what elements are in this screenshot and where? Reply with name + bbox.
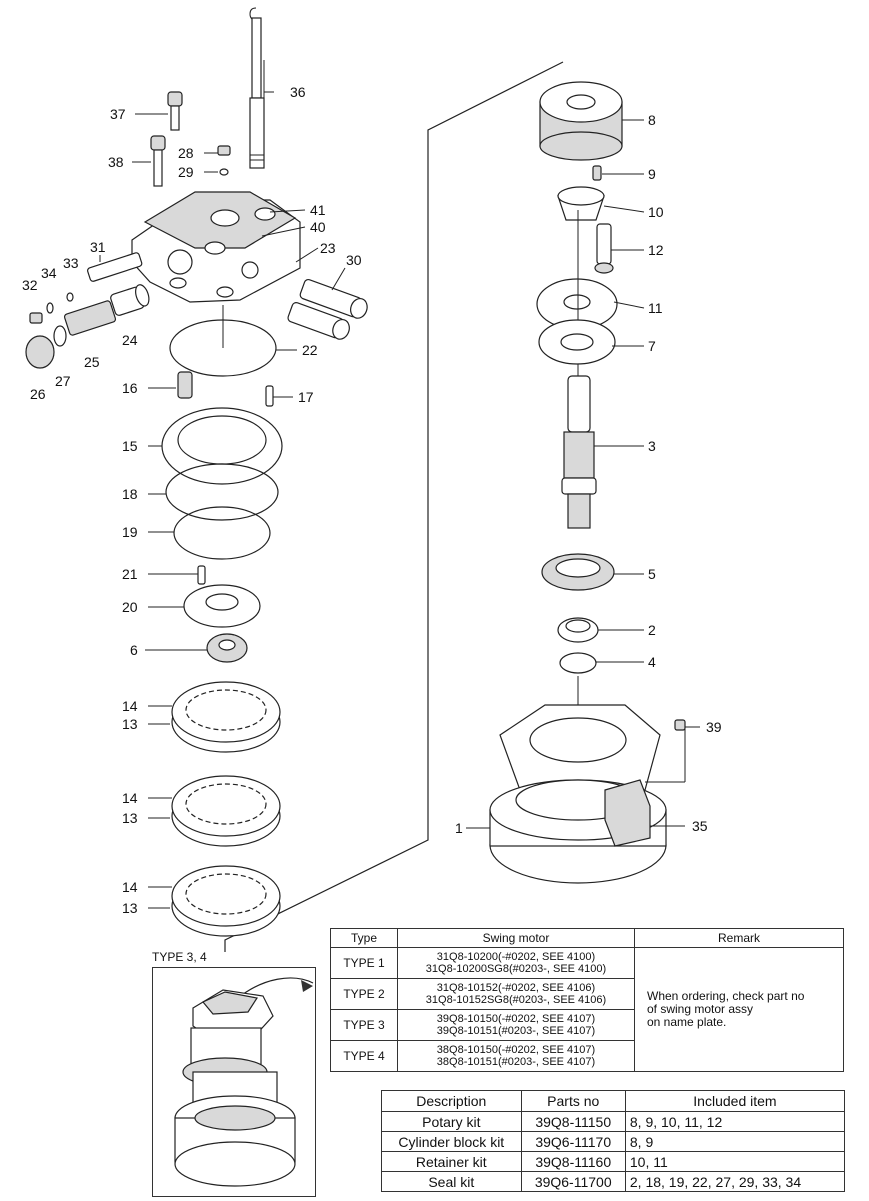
table-row: TYPE 2 31Q8-10152(-#0202, SEE 4106)31Q8-… xyxy=(330,978,844,1010)
table-row: TYPE 1 31Q8-10200(-#0202, SEE 4100)31Q8-… xyxy=(330,947,844,1072)
swing-motor-header: Swing motor xyxy=(397,928,635,948)
part-label: 36 xyxy=(290,84,306,100)
remark-header: Remark xyxy=(634,928,844,948)
part-label: 11 xyxy=(648,300,663,316)
kit-included-items: 2, 18, 19, 22, 27, 29, 33, 34 xyxy=(624,1171,846,1192)
motor-cell: 38Q8-10150(-#0202, SEE 4107)38Q8-10151(#… xyxy=(397,1040,635,1072)
part-label: 2 xyxy=(648,622,656,638)
part-label: 8 xyxy=(648,112,656,128)
part-label: 23 xyxy=(320,240,336,256)
kit-parts-no: 39Q8-11150 xyxy=(520,1111,626,1132)
part-label: 1 xyxy=(455,820,463,836)
part-label: 30 xyxy=(346,252,362,268)
inset-title: TYPE 3, 4 xyxy=(152,950,207,964)
part-label: 40 xyxy=(310,219,326,235)
kit-table: Description Parts no Included item Potar… xyxy=(381,1090,846,1192)
kit-description: Retainer kit xyxy=(381,1151,522,1172)
part-label: 21 xyxy=(122,566,138,582)
type34-motor-illustration xyxy=(174,977,314,1187)
valve-block-group xyxy=(25,7,368,937)
part-label: 29 xyxy=(178,164,194,180)
type-header: Type xyxy=(330,928,398,948)
part-label: 7 xyxy=(648,338,656,354)
part-label: 10 xyxy=(648,204,664,220)
part-label: 37 xyxy=(110,106,126,122)
part-label: 28 xyxy=(178,145,194,161)
kit-description: Cylinder block kit xyxy=(381,1131,522,1152)
part-label: 17 xyxy=(298,389,314,405)
kit-included-items: 10, 11 xyxy=(624,1151,846,1172)
table-row: Retainer kit 39Q8-11160 10, 11 xyxy=(381,1151,846,1172)
part-label: 18 xyxy=(122,486,138,502)
remark-cell: When ordering, check part no of swing mo… xyxy=(634,947,844,1072)
table-row: Seal kit 39Q6-11700 2, 18, 19, 22, 27, 2… xyxy=(381,1171,846,1192)
part-label: 32 xyxy=(22,277,38,293)
part-label: 27 xyxy=(55,373,71,389)
kit-description: Potary kit xyxy=(381,1111,522,1132)
part-label: 19 xyxy=(122,524,138,540)
type-cell: TYPE 2 xyxy=(330,978,398,1010)
part-label: 16 xyxy=(122,380,138,396)
part-label: 15 xyxy=(122,438,138,454)
kit-included-items: 8, 9, 10, 11, 12 xyxy=(624,1111,846,1132)
leader-lines xyxy=(99,60,700,909)
part-label: 26 xyxy=(30,386,46,402)
part-label: 5 xyxy=(648,566,656,582)
motor-shaft-group xyxy=(489,81,686,884)
parts-no-header: Parts no xyxy=(520,1090,626,1112)
part-label: 35 xyxy=(692,818,708,834)
kit-description: Seal kit xyxy=(381,1171,522,1192)
motor-cell: 31Q8-10200(-#0202, SEE 4100)31Q8-10200SG… xyxy=(397,947,635,979)
part-label: 25 xyxy=(84,354,100,370)
motor-cell: 39Q8-10150(-#0202, SEE 4107)39Q8-10151(#… xyxy=(397,1009,635,1041)
type-cell: TYPE 3 xyxy=(330,1009,398,1041)
part-label: 14 xyxy=(122,879,138,895)
part-label: 41 xyxy=(310,202,326,218)
kit-parts-no: 39Q6-11700 xyxy=(520,1171,626,1192)
part-label: 39 xyxy=(706,719,722,735)
kit-parts-no: 39Q8-11160 xyxy=(520,1151,626,1172)
part-label: 31 xyxy=(90,239,106,255)
part-label: 13 xyxy=(122,716,138,732)
part-label: 34 xyxy=(41,265,57,281)
part-label: 3 xyxy=(648,438,656,454)
part-label: 22 xyxy=(302,342,318,358)
part-label: 6 xyxy=(130,642,138,658)
part-label: 14 xyxy=(122,698,138,714)
part-label: 12 xyxy=(648,242,664,258)
part-labels: 1 2 3 4 5 6 7 8 9 10 11 12 13 13 13 14 1… xyxy=(22,84,722,916)
part-label: 14 xyxy=(122,790,138,806)
assembly-boundary-line xyxy=(224,61,564,952)
part-label: 13 xyxy=(122,810,138,826)
description-header: Description xyxy=(381,1090,522,1112)
included-item-header: Included item xyxy=(624,1090,846,1112)
part-label: 9 xyxy=(648,166,656,182)
part-label: 13 xyxy=(122,900,138,916)
type-cell: TYPE 1 xyxy=(330,947,398,979)
part-label: 20 xyxy=(122,599,138,615)
kit-parts-no: 39Q6-11170 xyxy=(520,1131,626,1152)
type34-inset xyxy=(152,967,316,1197)
type-table: Type Swing motor Remark TYPE 1 31Q8-1020… xyxy=(330,928,844,1072)
part-label: 4 xyxy=(648,654,656,670)
part-label: 24 xyxy=(122,332,138,348)
type-cell: TYPE 4 xyxy=(330,1040,398,1072)
table-row: TYPE 4 38Q8-10150(-#0202, SEE 4107)38Q8-… xyxy=(330,1040,844,1072)
kit-included-items: 8, 9 xyxy=(624,1131,846,1152)
motor-cell: 31Q8-10152(-#0202, SEE 4106)31Q8-10152SG… xyxy=(397,978,635,1010)
part-label: 38 xyxy=(108,154,124,170)
table-row: Potary kit 39Q8-11150 8, 9, 10, 11, 12 xyxy=(381,1111,846,1132)
table-row: Cylinder block kit 39Q6-11170 8, 9 xyxy=(381,1131,846,1152)
part-label: 33 xyxy=(63,255,79,271)
